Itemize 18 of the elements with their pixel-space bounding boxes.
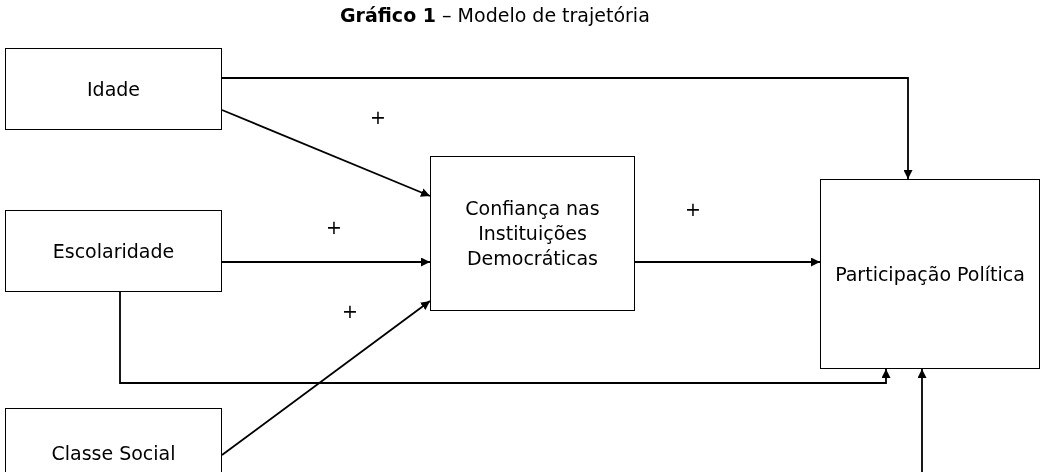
diagram-title: Gráfico 1 – Modelo de trajetória xyxy=(340,4,650,26)
box-label: Idade xyxy=(85,76,142,102)
arrow xyxy=(917,368,927,472)
process-box xyxy=(5,210,222,292)
arrow xyxy=(221,77,913,180)
arrow xyxy=(634,257,821,267)
arrow xyxy=(221,109,431,197)
process-box xyxy=(5,48,222,130)
process-box xyxy=(5,408,222,472)
box-label: Escolaridade xyxy=(51,238,176,264)
process-box xyxy=(820,179,1040,369)
process-box xyxy=(430,156,635,311)
box-label: Classe Social xyxy=(50,440,177,466)
arrow xyxy=(221,257,431,267)
box-label: Confiança nas Instituições Democráticas xyxy=(464,196,601,271)
arrow xyxy=(119,291,891,384)
box-label: Participação Política xyxy=(834,261,1026,287)
arrow xyxy=(221,300,431,456)
